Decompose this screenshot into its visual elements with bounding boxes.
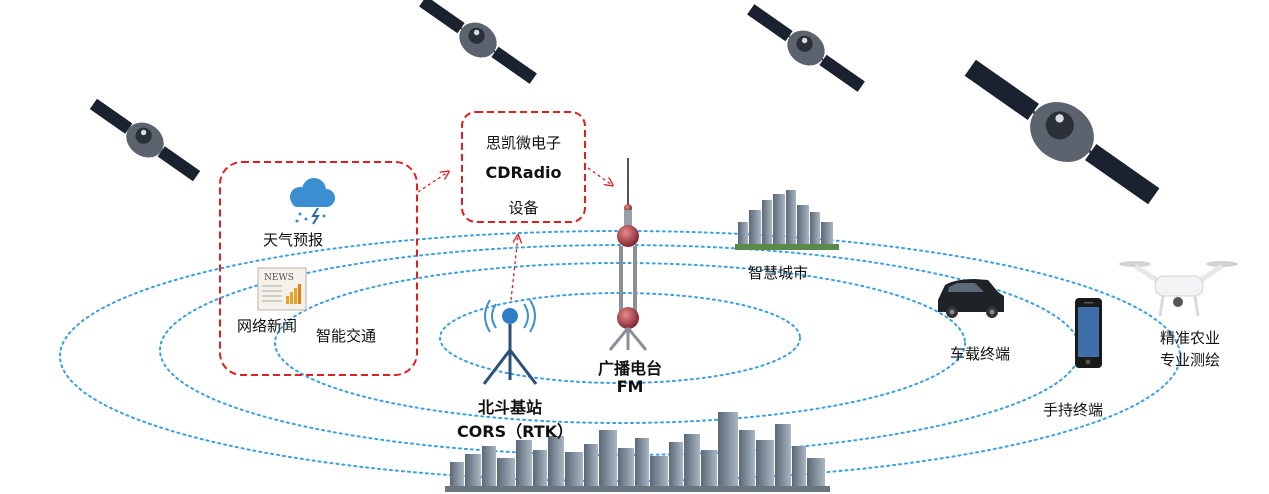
agriculture-label-1: 精准农业 (1159, 329, 1220, 347)
car-icon (938, 279, 1004, 318)
satellite-icon (419, 0, 537, 84)
traffic-label: 智能交通 (316, 327, 377, 345)
fm-station-sub: FM (616, 377, 644, 396)
base-station-sub: CORS（RTK） (456, 422, 574, 441)
smartphone-icon (1075, 298, 1102, 368)
fm-station-name: 广播电台 (597, 359, 662, 378)
arrow-services-to-device (417, 172, 448, 193)
device-box-line-1: 思凯微电子 (485, 134, 561, 152)
satellite-icon (964, 59, 1160, 205)
news-label: 网络新闻 (237, 317, 298, 335)
antenna-icon (482, 299, 538, 385)
agriculture-label-2: 专业测绘 (1159, 351, 1220, 369)
device-box (461, 111, 586, 223)
weather-cloud-icon (290, 178, 335, 225)
news-icon-text: NEWS (264, 273, 294, 283)
drone-icon (1119, 261, 1238, 317)
arrow-station-to-device (510, 236, 518, 301)
tv-tower-icon (608, 158, 648, 351)
device-box-line-2: CDRadio (485, 163, 562, 182)
base-station-name: 北斗基站 (477, 398, 542, 417)
services-box (219, 161, 418, 376)
city-skyline-icon (735, 190, 839, 250)
smart-city-label: 智慧城市 (748, 264, 809, 282)
arrow-device-to-fm (587, 167, 612, 185)
satellite-icon (747, 4, 865, 92)
satellite-icon (89, 98, 201, 182)
device-box-line-3: 设备 (508, 199, 539, 217)
vehicle-label: 车载终端 (950, 345, 1011, 363)
city-skyline-icon (445, 412, 830, 492)
weather-label: 天气预报 (263, 231, 324, 249)
handheld-label: 手持终端 (1043, 401, 1104, 419)
newspaper-icon: NEWS (257, 267, 307, 311)
